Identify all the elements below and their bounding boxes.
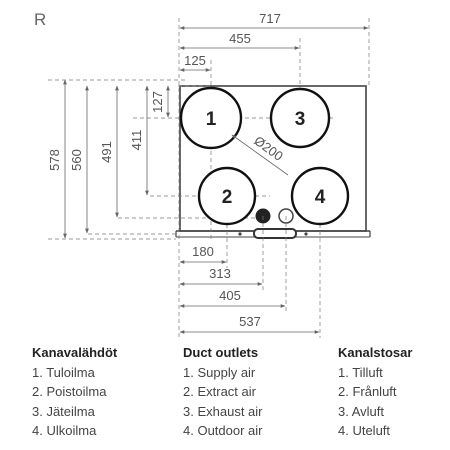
legend-item: 2. Frånluft [338,384,397,399]
svg-text:405: 405 [219,288,241,303]
dim-width-3: 455 [179,31,300,50]
duct-outlet-drawing: R 1 3 [34,10,371,340]
legend-heading: Kanavalähdöt [32,345,118,360]
svg-text:3: 3 [295,109,306,130]
dim-bottom-313: 313 [179,266,263,286]
svg-text:455: 455 [229,31,251,46]
legend-english: Duct outlets 1. Supply air 2. Extract ai… [183,343,263,441]
legend-item: 1. Tuloilma [32,364,95,380]
view-label: R [34,10,46,29]
svg-text:313: 313 [209,266,231,281]
legend-item: 4. Uteluft [338,423,391,438]
legend-item: 1. Tilluft [338,364,383,380]
legend-item: 2. Extract air [183,384,256,399]
svg-text:717: 717 [259,11,281,26]
svg-text:537: 537 [239,314,261,329]
legend-item: 3. Avluft [338,403,385,419]
legend-item: 4. Outdoor air [183,423,263,438]
dim-bottom-537: 537 [179,314,320,334]
legend-swedish: Kanalstosar 1. Tilluft 2. Frånluft 3. Av… [338,343,412,441]
drain-pan [253,228,297,239]
outlet-2: 2 [197,166,257,226]
legend-item: 1. Supply air [183,364,256,380]
legend-item: 3. Exhaust air [183,403,263,419]
svg-text:127: 127 [150,91,165,113]
outlet-4: 4 [290,166,350,226]
svg-text:2: 2 [222,187,233,208]
dim-height-411: 411 [129,85,149,196]
dim-height-491: 491 [99,85,119,218]
svg-text:125: 125 [184,53,206,68]
dim-height-578: 578 [47,79,67,239]
outlet-1: 1 [179,86,243,150]
outlet-3: 3 [269,87,331,149]
legend-finnish: Kanavalähdöt 1. Tuloilma 2. Poistoilma 3… [32,343,117,441]
svg-text:180: 180 [192,244,214,259]
dim-bottom-405: 405 [179,288,286,308]
dim-width-total: 717 [179,11,369,30]
dim-width-1: 125 [179,53,211,72]
legend-item: 2. Poistoilma [32,384,107,399]
svg-text:411: 411 [129,130,144,151]
svg-text:560: 560 [69,149,84,171]
svg-text:491: 491 [99,141,114,163]
svg-text:4: 4 [315,187,326,208]
legend-heading: Kanalstosar [338,345,413,360]
legend-item: 4. Ulkoilma [32,423,97,438]
legend-item: 3. Jäteilma [32,403,95,419]
dim-height-127: 127 [150,85,170,118]
dim-height-560: 560 [69,85,89,234]
svg-text:578: 578 [47,149,62,171]
svg-text:1: 1 [206,109,217,130]
legend-heading: Duct outlets [183,345,259,360]
dim-bottom-180: 180 [179,244,227,264]
